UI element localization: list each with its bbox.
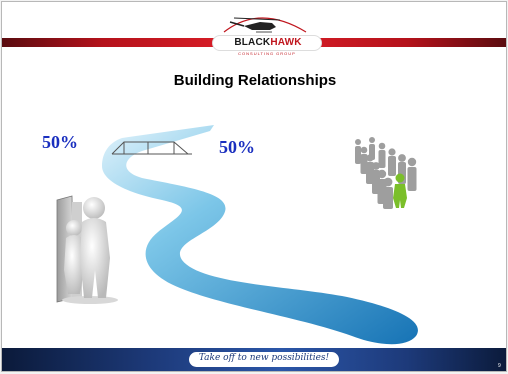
logo-red-text: HAWK (270, 37, 302, 48)
logo-black-text: BLACK (234, 37, 271, 48)
river-path-graphic (102, 125, 418, 345)
percent-right-label: 50% (219, 137, 255, 157)
logo-subtitle: CONSULTING GROUP (238, 51, 296, 56)
crowd-figures-graphic (355, 137, 417, 209)
tagline-pill (189, 352, 339, 367)
bridge-icon (111, 141, 192, 155)
slide-title: Building Relationships (173, 72, 337, 89)
footer-tagline: Take off to new possibilities! (198, 353, 330, 363)
percent-left-label: 50% (42, 132, 78, 152)
helicopter-icon (223, 17, 307, 33)
doorway-figures-graphic (56, 195, 118, 304)
logo: BLACKHAWK (212, 35, 322, 51)
page-number: 9 (498, 363, 501, 369)
